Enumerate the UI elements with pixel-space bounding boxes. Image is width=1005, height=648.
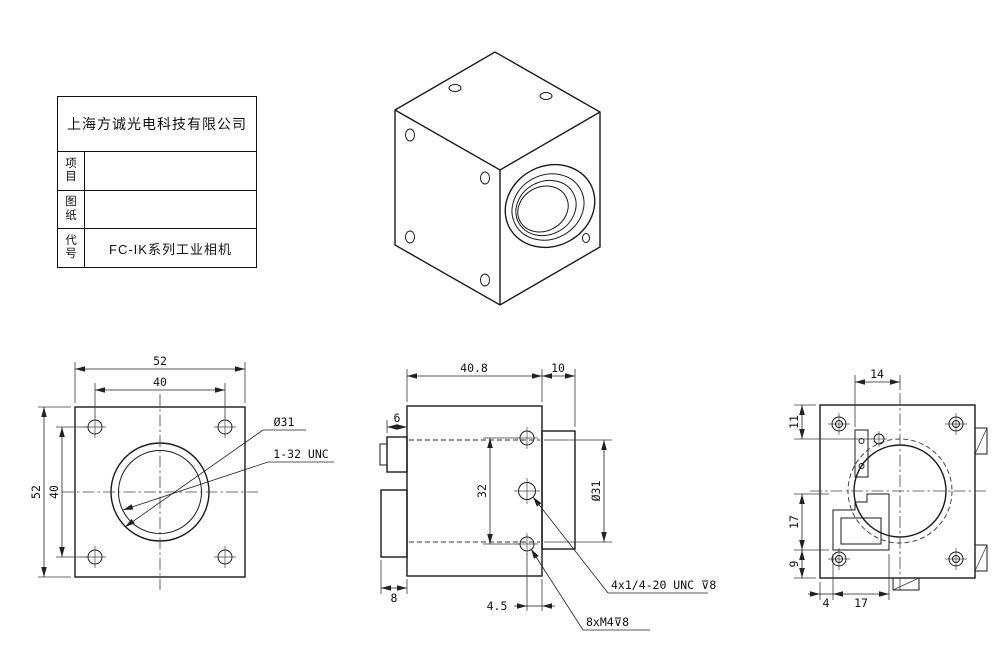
- iso-cube-outline: [394, 51, 601, 306]
- title-block-row-drawing: 图纸: [58, 190, 256, 230]
- rear-mount-hole-bore: [952, 555, 960, 563]
- rear-connector-inner: [840, 517, 882, 545]
- rear-bottom-tab-hatch: [892, 577, 920, 591]
- dim-side-body-depth: 40.8: [406, 361, 543, 402]
- side-lens-flange: [380, 489, 408, 558]
- side-m4-hole: [515, 532, 539, 556]
- dim-rear-left-17: 17: [787, 493, 829, 551]
- dim-label-front-height-52: 52: [29, 485, 43, 499]
- rear-connector-outline: [832, 493, 890, 551]
- dim-side-rear-depth: 10: [542, 361, 576, 427]
- callout-label-tripod: 4x1/4-20 UNC ⊽8: [611, 578, 716, 592]
- rear-right-tab: [974, 427, 988, 455]
- dim-label-rear-bottom-17: 17: [854, 596, 868, 610]
- dim-label-side-40-8: 40.8: [460, 361, 488, 375]
- dim-label-side-32: 32: [475, 484, 489, 498]
- side-front-step-detail: [379, 443, 388, 466]
- callout-side-tripod: 4x1/4-20 UNC ⊽8: [532, 496, 716, 594]
- front-mount-hole: [213, 545, 237, 569]
- side-rear-block: [541, 430, 576, 550]
- iso-side-hole: [582, 233, 590, 243]
- dim-front-height-52: 52: [29, 406, 71, 578]
- callout-side-m4: 8xM4⊽8: [530, 548, 650, 631]
- callout-front-lens-diameter: Ø31: [124, 415, 306, 528]
- iso-lens-bore: [517, 185, 569, 233]
- dim-label-side-10: 10: [551, 361, 565, 375]
- dim-side-front-step: 6: [386, 411, 407, 433]
- isometric-view: [394, 51, 601, 306]
- dim-label-rear-9: 9: [787, 560, 801, 567]
- rear-led: [858, 463, 865, 469]
- rear-mount-hole-bore: [952, 420, 960, 428]
- iso-lens-ring: [511, 173, 585, 241]
- iso-lens-flange: [504, 163, 596, 249]
- row-label-drawing: 图纸: [58, 190, 85, 229]
- title-block-row-project: 项目: [58, 152, 256, 191]
- iso-cube-edges: [394, 109, 601, 305]
- dim-label-side-4-5: 4.5: [487, 599, 508, 613]
- side-m4-hole: [515, 426, 539, 450]
- dim-label-side-6: 6: [394, 411, 401, 425]
- rear-right-tab-hatch: [974, 544, 988, 572]
- iso-screw-hole: [480, 171, 490, 185]
- iso-screw-hole: [405, 230, 415, 244]
- iso-screw-hole: [405, 128, 415, 142]
- dim-side-hole-to-rear: 4.5: [487, 553, 555, 613]
- dim-label-front-height-40: 40: [47, 485, 61, 499]
- dim-rear-bottom-17: 17: [833, 554, 890, 610]
- company-name: 上海方诚光电科技有限公司: [58, 97, 256, 152]
- row-label-code: 代号: [58, 229, 85, 268]
- dim-label-rear-11: 11: [787, 415, 801, 429]
- title-block: 上海方诚光电科技有限公司 项目 图纸 代号 FC-IK系列工业相机: [57, 96, 257, 268]
- front-body-outline: [74, 406, 246, 578]
- rear-mount-hole: [827, 547, 851, 571]
- dim-rear-left-11: 11: [787, 404, 872, 440]
- dim-label-rear-14: 14: [870, 367, 884, 381]
- dim-front-height-40: 40: [47, 426, 88, 558]
- rear-right-tab-hatch: [974, 427, 988, 455]
- side-front-step: [386, 436, 408, 473]
- rear-led: [858, 438, 865, 444]
- rear-mount-hole: [944, 547, 968, 571]
- callout-front-thread: 1-32 UNC: [122, 447, 334, 511]
- row-label-project: 项目: [58, 152, 85, 190]
- callout-label-lens-diameter: Ø31: [274, 415, 295, 429]
- dim-label-rear-17: 17: [787, 515, 801, 529]
- rear-view: 14 11 17 9: [787, 367, 988, 610]
- dim-side-hole-spacing: 32: [475, 437, 519, 545]
- rear-mount-hole-bore: [835, 555, 843, 563]
- iso-top-hole: [539, 92, 553, 100]
- title-block-row-code: 代号 FC-IK系列工业相机: [58, 229, 256, 268]
- dim-label-front-width-52: 52: [153, 354, 167, 368]
- rear-mount-hole: [944, 412, 968, 436]
- dim-label-side-dia31: Ø31: [589, 481, 603, 502]
- front-view: 52 40 52 40 Ø: [29, 354, 334, 590]
- rear-mount-hole: [827, 412, 851, 436]
- rear-right-tab: [974, 544, 988, 572]
- rear-bottom-tab: [892, 577, 920, 591]
- dim-label-front-width-40: 40: [153, 375, 167, 389]
- dim-label-side-8: 8: [391, 591, 398, 605]
- dim-front-width-52: 52: [74, 354, 246, 403]
- dim-front-width-40: 40: [94, 375, 226, 418]
- row-value-code: FC-IK系列工业相机: [109, 241, 232, 257]
- callout-label-m4: 8xM4⊽8: [586, 615, 629, 629]
- callout-label-thread: 1-32 UNC: [273, 447, 328, 461]
- dim-rear-top-14: 14: [854, 367, 901, 427]
- front-mount-hole: [213, 415, 237, 439]
- iso-lens-thread: [515, 179, 577, 237]
- dim-side-lens-diameter: Ø31: [544, 439, 612, 543]
- iso-screw-hole: [480, 273, 490, 287]
- dim-label-rear-4: 4: [823, 596, 830, 610]
- side-view: 40.8 10 6 8 32: [379, 361, 716, 631]
- dim-rear-left-9: 9: [787, 550, 816, 579]
- rear-mount-hole-bore: [835, 420, 843, 428]
- iso-top-hole: [448, 84, 462, 92]
- dim-side-bottom-step: 8: [380, 560, 408, 605]
- rear-led-strip: [854, 429, 869, 478]
